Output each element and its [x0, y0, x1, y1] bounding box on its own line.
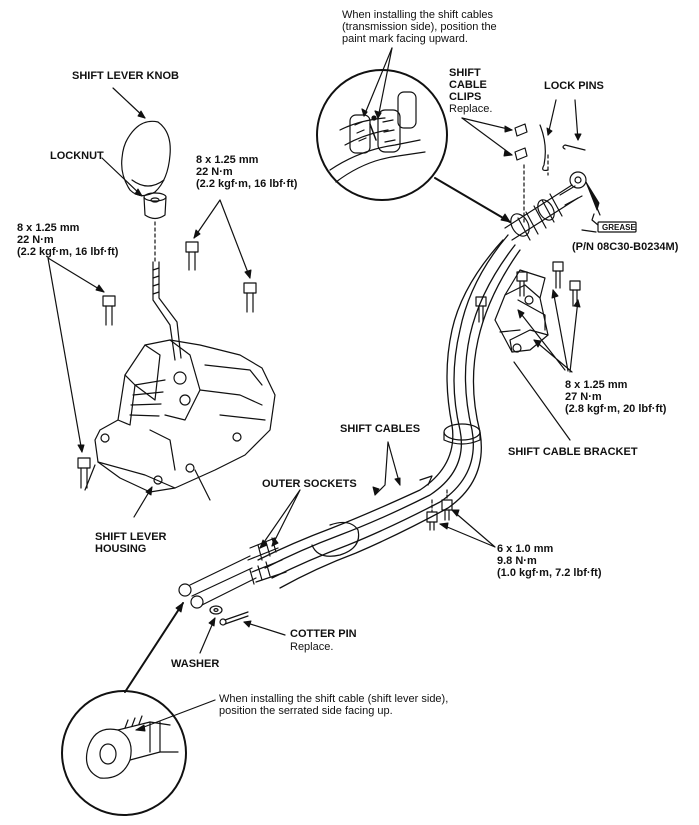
upper-torque-arrows [193, 199, 251, 279]
note-top-line-3: paint mark facing upward. [342, 33, 468, 45]
locknut-leader [101, 157, 143, 197]
clips-line-1: SHIFT [449, 67, 481, 79]
label-lock-pins: LOCK PINS [544, 80, 604, 92]
lever-side-detail-circle [61, 690, 187, 816]
torque-left-line-2: 22 N·m [17, 234, 54, 246]
cotter-pin [219, 611, 249, 626]
lock-pins [539, 99, 586, 172]
outer-sockets-leader [259, 489, 301, 549]
bracket-label-line [513, 361, 571, 441]
label-torque-upper-mid: 8 x 1.25 mm 22 N·m (2.2 kgf·m, 16 lbf·ft… [196, 154, 297, 190]
torque-bracket-line-1: 8 x 1.25 mm [565, 379, 628, 391]
shift-cable-bracket [494, 269, 549, 353]
cotter-pin-leader [243, 621, 286, 636]
housing-bolts-upper [77, 241, 257, 489]
shift-cable-run [178, 234, 521, 609]
small-bolt-arrows [439, 509, 496, 548]
note-top-line-1: When installing the shift cables [342, 9, 494, 21]
torque-bracket-line-2: 27 N·m [565, 391, 602, 403]
torque-small-line-2: 9.8 N·m [497, 555, 537, 567]
housing-line-1: SHIFT LEVER [95, 531, 167, 543]
note-top-line-2: (transmission side), position the [342, 21, 497, 33]
torque-bracket-line-3: (2.8 kgf·m, 20 lbf·ft) [565, 403, 667, 415]
bottom-note-leader [135, 699, 216, 731]
label-grease: GREASE [602, 223, 636, 232]
note-bottom: When installing the shift cable (shift l… [219, 693, 448, 717]
shift-lever-knob-shape [121, 120, 171, 197]
note-arrow-1 [363, 47, 393, 117]
label-torque-left: 8 x 1.25 mm 22 N·m (2.2 kgf·m, 16 lbf·ft… [17, 222, 118, 258]
shift-cables-leader [374, 441, 401, 496]
locknut-shape [143, 192, 167, 220]
label-shift-cables: SHIFT CABLES [340, 423, 421, 435]
torque-left-line-3: (2.2 kgf·m, 16 lbf·ft) [17, 246, 119, 258]
note-arrow-2 [377, 47, 393, 119]
bracket-bolts [475, 261, 581, 323]
shift-lever-housing-shape [84, 339, 276, 501]
torque-upper-mid-line-1: 8 x 1.25 mm [196, 154, 259, 166]
transmission-side-detail-circle [316, 69, 448, 201]
label-shift-cable-clips: SHIFT CABLE CLIPS [449, 67, 487, 103]
torque-upper-mid-line-3: (2.2 kgf·m, 16 lbf·ft) [196, 178, 298, 190]
label-part-number: (P/N 08C30-B0234M) [572, 241, 679, 253]
label-locknut: LOCKNUT [50, 150, 104, 162]
note-bottom-line-1: When installing the shift cable (shift l… [219, 693, 449, 705]
washer [209, 605, 223, 615]
housing-line-2: HOUSING [95, 543, 147, 555]
bracket-torque-arrows [517, 289, 579, 373]
cable-end-transmission [504, 171, 587, 241]
cable-support-bolts [426, 489, 453, 531]
shift-cable-clips [461, 117, 549, 226]
torque-left-line-1: 8 x 1.25 mm [17, 222, 80, 234]
clips-line-3: CLIPS [449, 91, 482, 103]
zoom-connector-top [434, 177, 511, 223]
torque-upper-mid-line-2: 22 N·m [196, 166, 233, 178]
note-top: When installing the shift cables (transm… [342, 9, 497, 45]
label-cotter-pin: COTTER PIN [290, 628, 357, 640]
left-torque-arrows [47, 257, 105, 453]
clips-line-2: CABLE [449, 79, 487, 91]
label-cotter-replace: Replace. [290, 641, 334, 653]
label-outer-sockets: OUTER SOCKETS [262, 478, 357, 490]
label-torque-small: 6 x 1.0 mm 9.8 N·m (1.0 kgf·m, 7.2 lbf·f… [497, 543, 602, 579]
label-shift-lever-housing: SHIFT LEVER HOUSING [95, 531, 167, 555]
label-shift-cable-bracket: SHIFT CABLE BRACKET [508, 446, 638, 458]
torque-small-line-3: (1.0 kgf·m, 7.2 lbf·ft) [497, 567, 602, 579]
label-washer: WASHER [171, 658, 220, 670]
zoom-connector-bottom [124, 602, 184, 693]
note-bottom-line-2: position the serrated side facing up. [219, 705, 393, 717]
grease-tube [581, 213, 637, 233]
label-shift-lever-knob: SHIFT LEVER KNOB [72, 70, 179, 82]
torque-small-line-1: 6 x 1.0 mm [497, 543, 554, 555]
label-clips-replace: Replace. [449, 103, 493, 115]
label-torque-bracket: 8 x 1.25 mm 27 N·m (2.8 kgf·m, 20 lbf·ft… [565, 379, 666, 415]
